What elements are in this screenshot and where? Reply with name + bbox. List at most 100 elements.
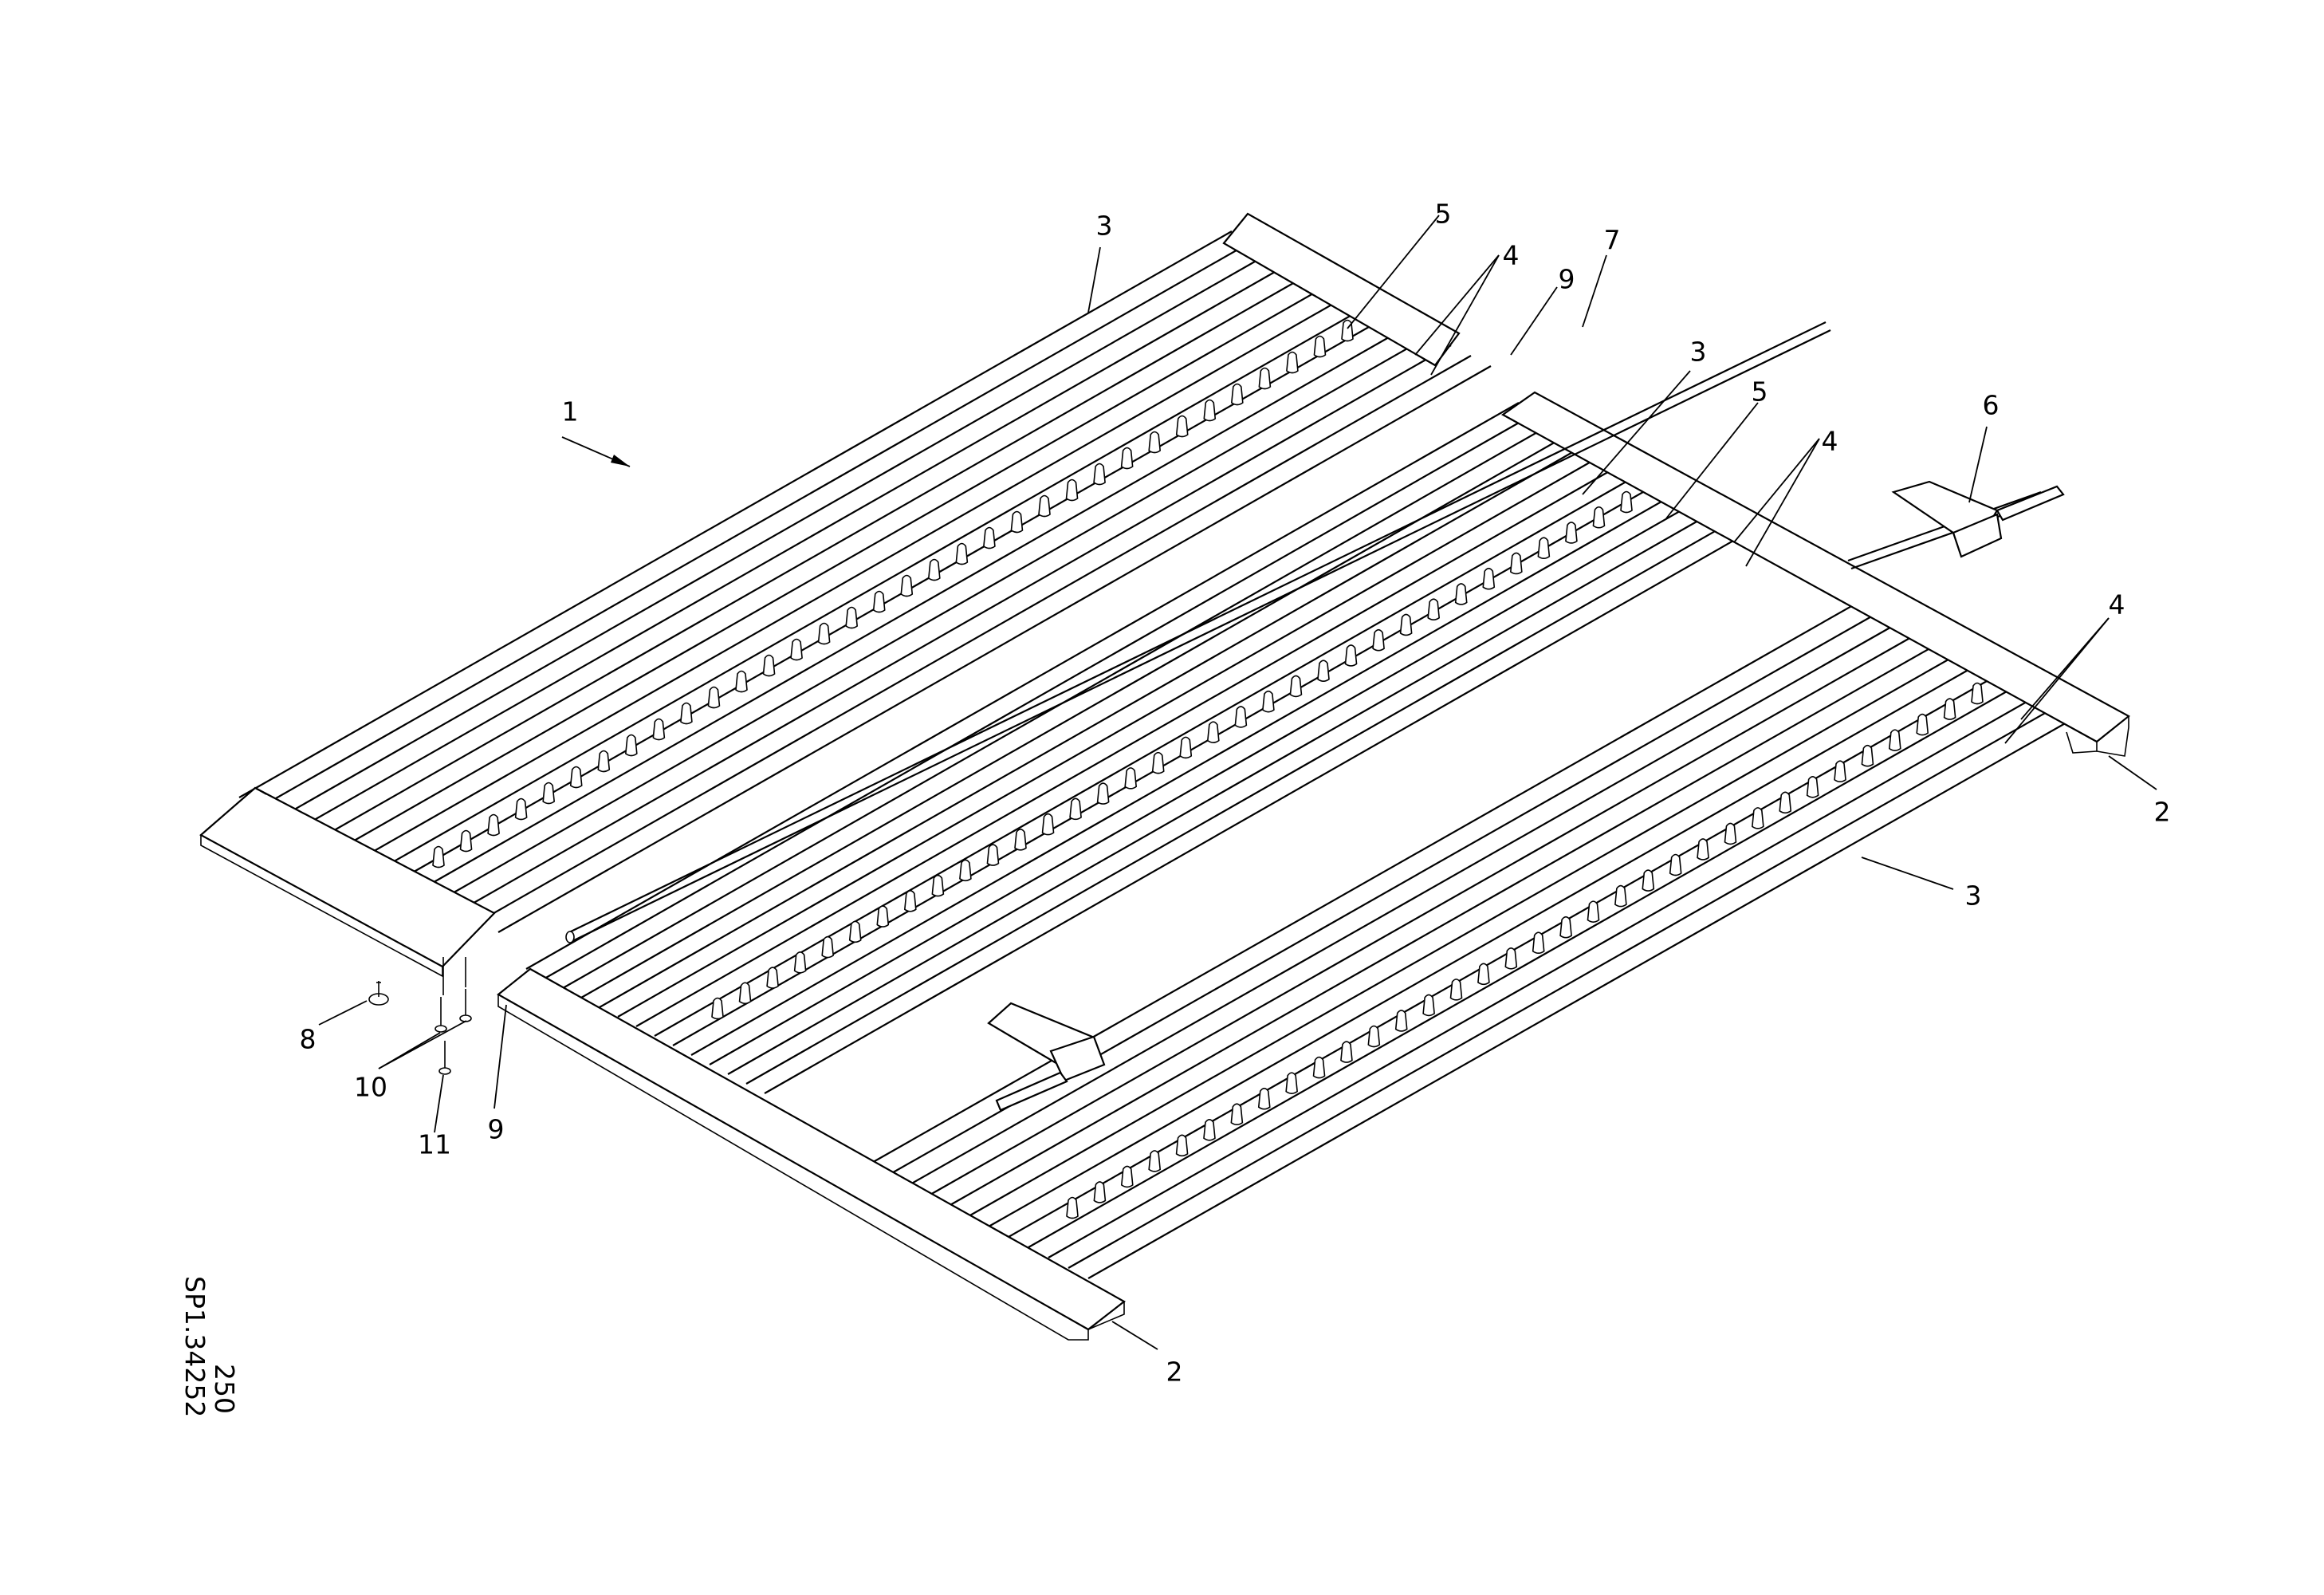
- clamp-part-lower: [987, 1002, 1106, 1112]
- right-peg-b-2: [1093, 1181, 1107, 1203]
- right-peg-row-lower: [1066, 682, 1984, 1219]
- right-peg-b-19: [1559, 916, 1572, 939]
- leader-lines: [318, 215, 2157, 1350]
- middle-shaft-rod: [565, 321, 2046, 943]
- screw-10a: [435, 997, 447, 1033]
- right-rod-b-5: [948, 639, 1946, 1207]
- left-peg-31: [1258, 367, 1272, 390]
- right-peg-b-16: [1477, 963, 1490, 986]
- callout-5a: 5: [1435, 199, 1452, 230]
- right-peg-b-10: [1312, 1056, 1326, 1079]
- right-rod-a-9: [672, 478, 1666, 1046]
- right-peg-a-14: [1069, 798, 1082, 821]
- right-peg-b-9: [1285, 1072, 1298, 1094]
- left-peg-15: [817, 622, 831, 645]
- right-peg-b-28: [1806, 775, 1819, 798]
- right-rod-b-11: [1068, 701, 2066, 1269]
- right-peg-a-34: [1620, 490, 1633, 514]
- right-peg-b-17: [1504, 947, 1518, 970]
- right-peg-b-29: [1834, 760, 1846, 783]
- front-end-bar: [497, 967, 1126, 1341]
- left-rod-12: [458, 345, 1452, 912]
- right-rod-a-5: [599, 440, 1593, 1008]
- right-rod-a-8: [654, 469, 1648, 1037]
- right-rod-a-11: [709, 498, 1703, 1065]
- left-rod-6: [338, 282, 1332, 850]
- callout-1: 1: [562, 396, 579, 427]
- right-peg-b-34: [1971, 682, 1984, 705]
- screw-11: [438, 1041, 451, 1075]
- left-rod-7: [358, 293, 1352, 861]
- left-peg-2: [459, 829, 473, 853]
- left-rod-1: [238, 230, 1233, 798]
- right-peg-a-33: [1592, 506, 1606, 529]
- right-peg-b-4: [1148, 1150, 1162, 1172]
- right-rod-b-6: [968, 649, 1966, 1217]
- right-peg-a-29: [1482, 567, 1496, 590]
- right-peg-b-8: [1257, 1087, 1271, 1110]
- right-peg-a-19: [1206, 721, 1220, 743]
- right-peg-a-4: [793, 951, 807, 974]
- left-peg-30: [1230, 383, 1244, 406]
- right-peg-row-upper: [711, 490, 1633, 1020]
- left-peg-8: [624, 734, 638, 757]
- far-end-bar: [1500, 391, 2130, 757]
- left-peg-4: [514, 798, 528, 821]
- right-peg-a-28: [1454, 583, 1468, 605]
- right-rod-a-14: [764, 526, 1758, 1094]
- left-rod-panel: [199, 212, 1492, 978]
- callout-4c: 4: [2109, 589, 2125, 620]
- left-rod-5: [318, 272, 1312, 840]
- right-peg-a-21: [1262, 690, 1275, 713]
- callout-10: 10: [354, 1072, 387, 1103]
- left-peg-28: [1175, 415, 1189, 438]
- left-panel-far-bar: [1222, 212, 1461, 367]
- right-rod-a-13: [745, 517, 1740, 1085]
- left-rod-2: [258, 241, 1252, 809]
- right-peg-a-13: [1041, 813, 1055, 836]
- left-peg-9: [652, 718, 666, 741]
- callout-9a: 9: [1559, 264, 1575, 295]
- right-peg-b-30: [1861, 744, 1874, 767]
- left-peg-33: [1313, 335, 1327, 358]
- right-peg-a-31: [1537, 537, 1551, 560]
- right-peg-a-10: [959, 859, 972, 882]
- right-peg-a-7: [876, 905, 890, 927]
- left-peg-3: [487, 813, 500, 837]
- right-peg-b-26: [1752, 807, 1764, 829]
- right-rod-b-10: [1048, 691, 2046, 1258]
- left-peg-10: [680, 702, 693, 725]
- left-peg-row: [432, 319, 1354, 868]
- right-peg-b-25: [1724, 822, 1737, 845]
- left-peg-18: [900, 574, 914, 597]
- left-peg-5: [542, 782, 556, 805]
- left-peg-1: [432, 845, 445, 868]
- left-peg-14: [790, 638, 803, 661]
- screw-8: [368, 981, 389, 1006]
- left-peg-17: [872, 590, 886, 613]
- right-peg-a-9: [931, 874, 945, 897]
- right-peg-b-14: [1422, 994, 1435, 1017]
- right-peg-b-7: [1230, 1103, 1244, 1126]
- left-rod-8: [378, 303, 1372, 871]
- right-peg-b-31: [1888, 729, 1901, 751]
- left-peg-29: [1203, 399, 1217, 422]
- fasteners-group: [368, 957, 472, 1075]
- right-rods: [525, 402, 2086, 1282]
- left-peg-19: [927, 558, 941, 581]
- callout-labels: 1 2 2 3 3 3 4 4 4 5 5 6 7 8 9 9 10 11: [300, 199, 2171, 1388]
- right-peg-a-12: [1014, 829, 1027, 851]
- right-peg-a-2: [738, 982, 752, 1005]
- right-rod-a-1: [525, 402, 1520, 970]
- callout-3b: 3: [1690, 337, 1707, 368]
- clamp-part-6: [1891, 480, 2065, 558]
- left-peg-25: [1093, 463, 1106, 486]
- callout-9b: 9: [488, 1114, 505, 1145]
- right-rod-a-7: [635, 459, 1630, 1027]
- right-peg-b-20: [1587, 900, 1600, 923]
- right-peg-a-18: [1179, 736, 1193, 759]
- right-peg-a-23: [1317, 660, 1330, 682]
- right-peg-a-27: [1427, 598, 1441, 620]
- right-peg-b-3: [1120, 1165, 1134, 1188]
